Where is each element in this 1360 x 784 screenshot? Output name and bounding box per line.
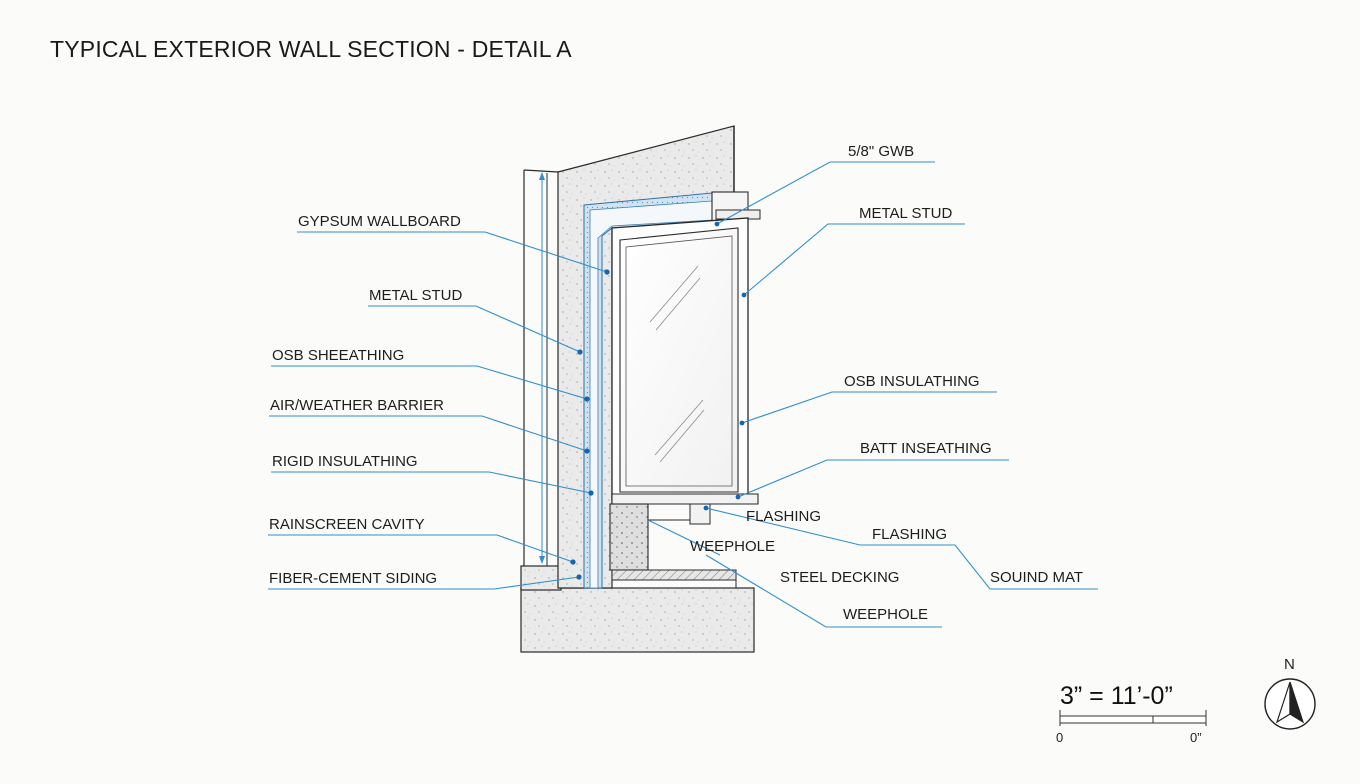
exterior-siding bbox=[523, 169, 559, 566]
label-gwb: 5/8" GWB bbox=[848, 143, 914, 160]
label-osb-sheathing: OSB SHEEATHING bbox=[272, 347, 404, 364]
foundation-slab bbox=[520, 565, 755, 653]
label-flashing-inner: FLASHING bbox=[746, 508, 821, 525]
label-rigid-insulation: RIGID INSULATHING bbox=[272, 453, 418, 470]
north-letter: N bbox=[1284, 656, 1295, 673]
lower-wall-block bbox=[609, 503, 737, 588]
label-metal-stud-left: METAL STUD bbox=[369, 287, 463, 304]
window-assembly bbox=[611, 217, 759, 525]
scale-bar: 3” = 11’-0” 0 0” bbox=[1056, 682, 1207, 745]
label-sound-mat: SOUIND MAT bbox=[990, 569, 1083, 586]
label-gypsum-wallboard: GYPSUM WALLBOARD bbox=[298, 213, 461, 230]
label-steel-decking: STEEL DECKING bbox=[780, 569, 899, 586]
leaders-right bbox=[647, 161, 1098, 628]
drawing-title: TYPICAL EXTERIOR WALL SECTION - DETAIL A bbox=[50, 36, 572, 62]
label-rainscreen-cavity: RAINSCREEN CAVITY bbox=[269, 516, 425, 533]
label-flashing-outer: FLASHING bbox=[872, 526, 947, 543]
label-metal-stud-right: METAL STUD bbox=[859, 205, 953, 222]
scale-end-label: 0” bbox=[1190, 730, 1202, 745]
scale-text: 3” = 11’-0” bbox=[1060, 682, 1173, 710]
north-arrow-icon: N bbox=[1264, 656, 1316, 730]
label-air-weather-barrier: AIR/WEATHER BARRIER bbox=[270, 397, 444, 414]
label-weephole-lower: WEEPHOLE bbox=[843, 606, 928, 623]
leaders-left bbox=[268, 231, 610, 590]
label-batt-insulation: BATT INSEATHING bbox=[860, 440, 992, 457]
label-weephole-upper: WEEPHOLE bbox=[690, 538, 775, 555]
label-osb-insulation: OSB INSULATHING bbox=[844, 373, 980, 390]
scale-start-label: 0 bbox=[1056, 730, 1063, 745]
label-fiber-cement-siding: FIBER-CEMENT SIDING bbox=[269, 570, 437, 587]
